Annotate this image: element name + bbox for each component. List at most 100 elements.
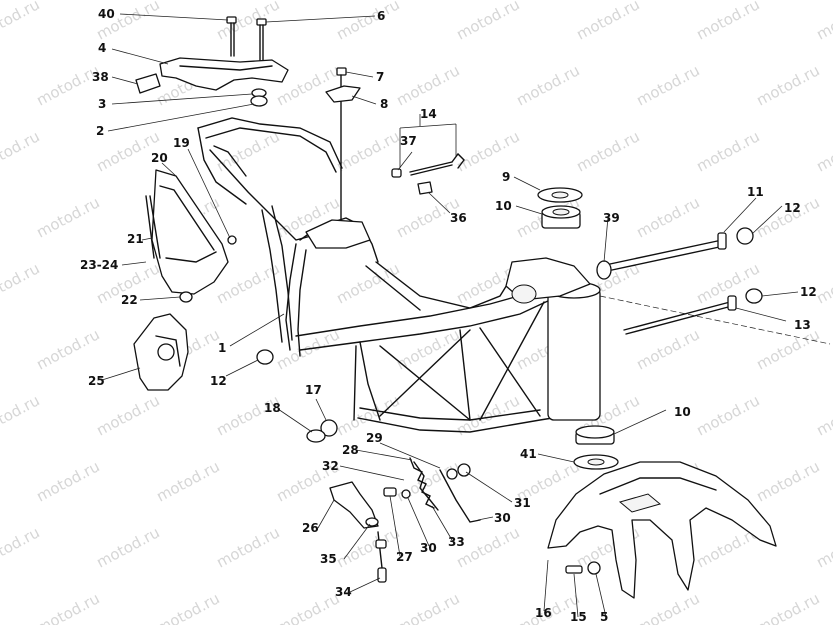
watermark-text: motod.ru [213, 391, 282, 439]
callout-5: 5 [600, 610, 608, 624]
part-washer-30 [401, 489, 411, 499]
watermark-text: motod.ru [633, 61, 702, 109]
watermark-text: motod.ru [693, 391, 762, 439]
watermark-text: motod.ru [333, 127, 402, 175]
callout-15: 15 [570, 610, 587, 624]
part-grommet-22 [179, 291, 193, 303]
part-frame-1 [197, 117, 831, 433]
part-bearing-10-bottom [575, 425, 615, 445]
callout-12-mid: 12 [800, 285, 817, 299]
watermark-text: motod.ru [513, 61, 582, 109]
watermark-text: motod.ru [0, 391, 43, 439]
part-stand-bracket-26 [329, 481, 379, 529]
part-switch-34 [375, 531, 387, 583]
watermark-text: motod.ru [93, 523, 162, 571]
watermark-text: motod.ru [33, 193, 102, 241]
watermark-text: motod.ru [333, 259, 402, 307]
callout-13: 13 [794, 318, 811, 332]
callout-9: 9 [502, 170, 510, 184]
part-fender-16 [547, 461, 777, 599]
watermark-text: motod.ru [0, 259, 43, 307]
part-washer-18 [306, 429, 326, 443]
part-bolt-27 [383, 487, 397, 497]
watermark-text: motod.ru [93, 391, 162, 439]
watermark-text: motod.ru [333, 0, 402, 44]
part-bushing-31 [457, 463, 471, 477]
callout-19: 19 [173, 136, 190, 150]
callout-labels: 40 6 4 38 3 2 7 8 14 37 36 19 20 21 23-2… [80, 7, 817, 624]
callout-39: 39 [603, 211, 620, 225]
callout-17: 17 [305, 383, 322, 397]
watermark-text: motod.ru [33, 325, 102, 373]
callout-21: 21 [127, 232, 144, 246]
callout-34: 34 [335, 585, 352, 599]
watermark-text: motod.ru [393, 589, 462, 625]
watermark-text: motod.ru [813, 127, 833, 175]
watermark-text: motod.ru [813, 391, 833, 439]
callout-30-right: 30 [494, 511, 511, 525]
part-washer-5 [587, 561, 601, 575]
callout-25: 25 [88, 374, 105, 388]
watermark-text: motod.ru [693, 127, 762, 175]
part-cap-12-top [736, 227, 754, 245]
part-bearing-10-top [541, 205, 581, 229]
watermark-text: motod.ru [753, 325, 822, 373]
part-rubber-38 [135, 73, 161, 94]
callout-28: 28 [342, 443, 359, 457]
watermark-text: motod.ru [453, 0, 522, 44]
callout-35: 35 [320, 552, 337, 566]
callout-26: 26 [302, 521, 319, 535]
part-clip-36 [417, 181, 433, 195]
callout-8: 8 [380, 97, 388, 111]
parts-layer [133, 16, 831, 599]
callout-10-top: 10 [495, 199, 512, 213]
watermark-text: motod.ru [33, 589, 102, 625]
part-bolt-6 [256, 18, 267, 67]
watermark-text: motod.ru [333, 523, 402, 571]
watermark-text: motod.ru [573, 0, 642, 44]
watermark-text: motod.ru [453, 127, 522, 175]
part-bracket-8 [325, 85, 361, 103]
part-side-panel-20 [151, 169, 229, 295]
callout-23-24: 23-24 [80, 258, 118, 272]
watermark-text: motod.ru [0, 0, 43, 44]
watermark-text: motod.ru [813, 523, 833, 571]
leader-lines [101, 13, 799, 618]
part-grommet-17 [320, 419, 338, 437]
callout-33: 33 [448, 535, 465, 549]
callout-38: 38 [92, 70, 109, 84]
callout-37: 37 [400, 134, 417, 148]
watermark-text: motod.ru [33, 457, 102, 505]
part-cap-12-left [256, 349, 274, 365]
callout-14: 14 [420, 107, 437, 121]
watermark-text: motod.ru [213, 523, 282, 571]
callout-11: 11 [747, 185, 764, 199]
watermark-text: motod.ru [753, 589, 822, 625]
watermark-text: motod.ru [693, 0, 762, 44]
part-cover-4 [159, 57, 289, 91]
part-axle-11 [609, 232, 727, 271]
part-nut-35 [365, 517, 379, 527]
callout-10-bottom: 10 [674, 405, 691, 419]
watermark-text: motod.ru [753, 457, 822, 505]
watermark-text: motod.ru [633, 589, 702, 625]
callout-30-left: 30 [420, 541, 437, 555]
callout-6: 6 [377, 9, 385, 23]
part-bolt-40 [226, 16, 237, 57]
callout-4: 4 [98, 41, 106, 55]
callout-27: 27 [396, 550, 413, 564]
watermark-text: motod.ru [633, 325, 702, 373]
watermark-text: motod.ru [213, 127, 282, 175]
callout-3: 3 [98, 97, 106, 111]
part-bolt-7 [336, 67, 347, 76]
callout-22: 22 [121, 293, 138, 307]
watermark-text: motod.ru [633, 193, 702, 241]
part-hook-29 [439, 469, 481, 523]
callout-40: 40 [98, 7, 115, 21]
callout-1: 1 [218, 341, 226, 355]
watermark-text: motod.ru [0, 523, 43, 571]
callout-18: 18 [264, 401, 281, 415]
callout-41: 41 [520, 447, 537, 461]
watermark-text: motod.ru [813, 0, 833, 44]
